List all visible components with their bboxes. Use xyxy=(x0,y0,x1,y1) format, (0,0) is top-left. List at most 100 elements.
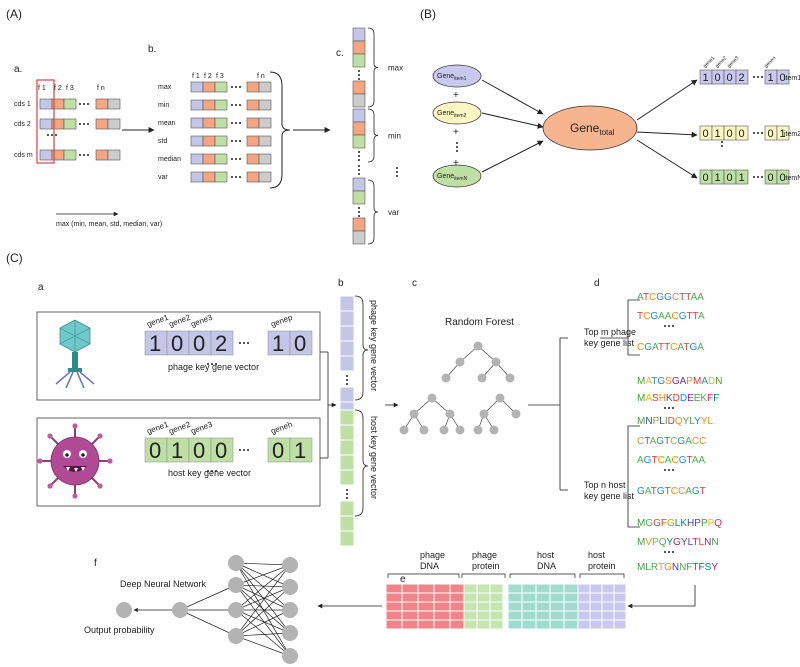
vector-digit: 0 xyxy=(193,438,205,463)
plus-sign: + xyxy=(453,127,459,138)
gene-header: gene2 xyxy=(168,313,193,329)
host-box xyxy=(36,417,321,507)
nn-node xyxy=(228,577,244,593)
dnn-title: Deep Neural Network xyxy=(120,579,207,589)
panel-c-sub-b-label: b xyxy=(338,278,344,289)
ellipsis-dot xyxy=(757,132,759,134)
vector-digit: 0 xyxy=(739,128,745,140)
group-label: min xyxy=(388,132,401,141)
panel-b-label: (B) xyxy=(420,7,436,21)
nn-edge xyxy=(235,584,291,588)
vector-digit: 0 xyxy=(272,438,284,463)
ellipsis-dot xyxy=(396,167,398,169)
cell xyxy=(246,117,260,129)
header-bracket xyxy=(579,573,625,578)
ellipsis-dot xyxy=(668,469,670,471)
matrix-cell xyxy=(385,583,403,594)
ellipsis-dot xyxy=(239,104,241,106)
cell xyxy=(95,98,109,110)
vector-digit: 0 xyxy=(727,128,733,140)
vector-cell xyxy=(339,409,355,426)
matrix-cell xyxy=(563,619,579,630)
ellipsis-dot xyxy=(247,342,249,344)
matrix-cell xyxy=(489,601,504,612)
cell xyxy=(258,153,272,165)
nn-node xyxy=(228,602,244,618)
cell xyxy=(246,99,260,111)
ellipsis-dot xyxy=(456,146,458,148)
vector-cell xyxy=(339,295,355,312)
nn-node xyxy=(172,602,188,618)
matrix-cell xyxy=(385,619,403,630)
matrix-cell xyxy=(463,619,478,630)
ellipsis-dot xyxy=(231,176,233,178)
ellipsis-dot xyxy=(753,176,755,178)
matrix-cell xyxy=(589,619,603,630)
ellipsis-dot xyxy=(346,379,348,381)
matrix-cell xyxy=(535,583,551,594)
matrix-cell xyxy=(577,601,591,612)
cell xyxy=(63,98,77,110)
ellipsis-dot xyxy=(231,86,233,88)
ellipsis-dot xyxy=(231,158,233,160)
nn-edge xyxy=(235,584,291,657)
nn-edge xyxy=(235,564,291,611)
vector-digit: 0 xyxy=(294,331,306,356)
protein-sequence: MATGSGAPMADN xyxy=(637,376,722,387)
protein-sequence: MASHKDDEEKFF xyxy=(637,393,719,404)
matrix-cell xyxy=(476,619,491,630)
ellipsis-dot xyxy=(358,70,360,72)
ellipsis-dot xyxy=(211,363,213,365)
gene-item-text: Geneitem1 xyxy=(437,73,467,82)
matrix-cell xyxy=(613,601,627,612)
ellipsis-dot xyxy=(243,342,245,344)
phage-vector-vertical-label: phage key gene vector xyxy=(369,300,379,391)
vector-cell xyxy=(776,125,790,141)
matrix-header: host xyxy=(588,550,606,560)
ellipsis-dot xyxy=(396,171,398,173)
gene-arrow xyxy=(636,139,698,179)
cell xyxy=(107,118,121,130)
nn-edge xyxy=(235,635,291,657)
ellipsis-dot xyxy=(79,123,81,125)
cell xyxy=(214,117,228,129)
tree-node xyxy=(399,425,409,435)
ellipsis-dot xyxy=(47,134,49,136)
matrix-cell xyxy=(601,619,615,630)
ellipsis-dot xyxy=(231,122,233,124)
matrix-cell xyxy=(563,592,579,603)
group-brace xyxy=(367,108,379,163)
vector-digit: 0 xyxy=(780,72,786,84)
gene-total-text: Genetotal xyxy=(570,121,615,137)
dna-sequence: TCGAACGTTA xyxy=(637,311,705,322)
cds-row-label: cds 2 xyxy=(14,121,31,128)
vector-cell xyxy=(352,80,366,95)
nn-node xyxy=(282,625,298,641)
host-vector-caption: host key gene vector xyxy=(168,468,251,478)
tree-node xyxy=(409,409,419,419)
phage-vector-caption: phage key gene vector xyxy=(168,362,259,372)
ellipsis-dot xyxy=(239,140,241,142)
ellipsis-dot xyxy=(83,103,85,105)
phage-list-label-1: Top m phage xyxy=(584,327,636,337)
matrix-cell xyxy=(417,601,435,612)
stat-row-label: max xyxy=(158,84,172,91)
feature-header: f 3 xyxy=(66,85,74,92)
random-forest-trees xyxy=(399,341,521,435)
matrix-cell xyxy=(589,583,603,594)
matrix-cell xyxy=(507,592,523,603)
matrix-cell xyxy=(417,583,435,594)
panel-c-sub-e-label: e xyxy=(400,574,406,585)
cell xyxy=(39,118,53,130)
panel-c-sub-a-label: a xyxy=(38,282,44,293)
nn-edge xyxy=(235,586,291,611)
host-vector-vertical-label: host key gene vector xyxy=(369,416,379,499)
neural-network xyxy=(116,555,298,664)
vector-cell xyxy=(352,40,366,55)
vector-cell xyxy=(352,108,366,123)
ellipsis-dot xyxy=(247,449,249,451)
cell xyxy=(258,135,272,147)
matrix-cell xyxy=(489,592,504,603)
